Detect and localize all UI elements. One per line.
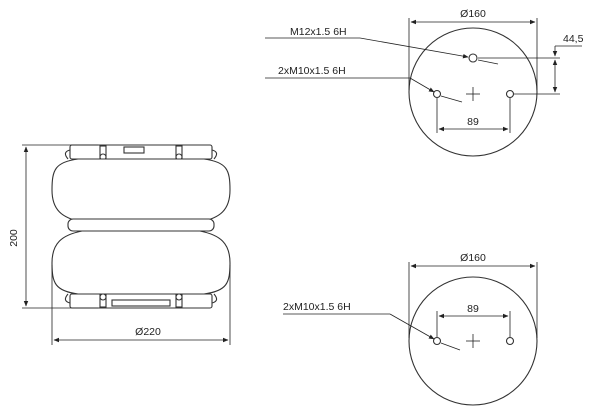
diameter-220-label: Ø220: [135, 326, 161, 338]
bottom-plate-bead: [64, 293, 218, 304]
lower-bellow: [51, 230, 231, 295]
height-label: 200: [8, 229, 20, 247]
top-view-outline: [408, 27, 538, 157]
top-view: Ø160 M12x1.5 6H 2xM10x1.5 6H 89 44,5: [265, 8, 584, 157]
top-offset-label: 44,5: [563, 33, 584, 45]
height-dimension: 200: [8, 144, 98, 309]
top-right-hole: [505, 89, 515, 99]
bottom-view-outline: [408, 276, 538, 406]
girdle-ring: [67, 218, 215, 232]
top-hole-spacing-label: 89: [467, 116, 479, 128]
side-view: 200 Ø220: [8, 144, 231, 345]
top-side-thread-label: 2xM10x1.5 6H: [278, 65, 346, 77]
top-center-hole: [468, 53, 478, 63]
top-diameter-label: Ø160: [460, 8, 486, 20]
upper-bellow: [51, 158, 231, 223]
bottom-left-hole: [432, 336, 442, 346]
top-center-thread-label: M12x1.5 6H: [290, 26, 347, 38]
top-plate-bead: [64, 149, 218, 160]
bottom-studs: [99, 293, 183, 308]
bottom-right-hole: [505, 336, 515, 346]
diameter-dimension-220: Ø220: [51, 265, 231, 345]
bottom-view: Ø160 89 2xM10x1.5 6H: [283, 252, 538, 406]
bottom-thread-label: 2xM10x1.5 6H: [283, 301, 351, 313]
bottom-hole-spacing-label: 89: [467, 303, 479, 315]
bottom-diameter-label: Ø160: [460, 252, 486, 264]
top-left-hole: [432, 89, 442, 99]
